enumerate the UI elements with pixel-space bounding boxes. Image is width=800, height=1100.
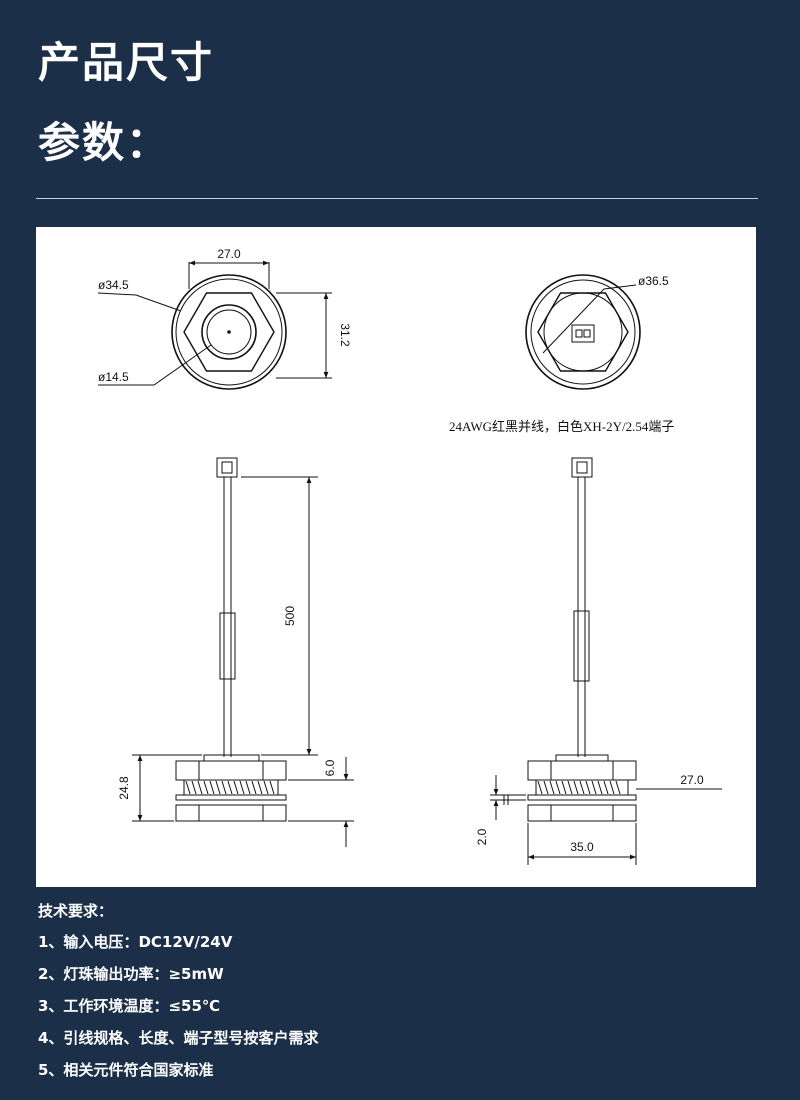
technical-requirements: 技术要求： 1、输入电压：DC12V/24V 2、灯珠输出功率：≥5mW 3、工… <box>38 900 318 1093</box>
dim-flat-width: 27.0 <box>217 247 241 261</box>
dim-cable-length: 500 <box>283 606 297 626</box>
dim-inner-dia: ø14.5 <box>98 370 129 384</box>
requirement-item: 4、引线规格、长度、端子型号按客户需求 <box>38 1029 319 1047</box>
dim-hex-height: 31.2 <box>338 323 352 347</box>
side-view-right <box>490 457 722 865</box>
technical-drawing: 27.0 ø34.5 ø14.5 31.2 ø36.5 24AWG红黑并线，白色… <box>97 247 722 865</box>
divider <box>36 198 758 199</box>
dim-total-height: 24.8 <box>117 776 131 800</box>
drawing-panel: 27.0 ø34.5 ø14.5 31.2 ø36.5 24AWG红黑并线，白色… <box>36 227 756 887</box>
dim-back-dia: ø36.5 <box>638 274 669 288</box>
requirements-title: 技术要求： <box>38 902 114 920</box>
page-subtitle: 参数： <box>38 118 171 167</box>
requirement-item: 1、输入电压：DC12V/24V <box>38 933 233 951</box>
dim-side-flat: 27.0 <box>680 773 704 787</box>
dim-washer: 2.0 <box>475 828 489 845</box>
page-title: 产品尺寸 <box>38 38 215 87</box>
requirement-item: 5、相关元件符合国家标准 <box>38 1061 214 1079</box>
requirement-item: 2、灯珠输出功率：≥5mW <box>38 965 224 983</box>
front-view <box>97 260 332 390</box>
cable-note: 24AWG红黑并线，白色XH-2Y/2.54端子 <box>449 419 674 434</box>
side-view-left <box>132 457 354 847</box>
back-view <box>525 274 641 390</box>
dim-outer-dia: ø34.5 <box>98 278 129 292</box>
requirement-item: 3、工作环境温度：≤55℃ <box>38 997 221 1015</box>
dim-thread-height: 6.0 <box>323 759 337 776</box>
dim-base-width: 35.0 <box>570 840 594 854</box>
